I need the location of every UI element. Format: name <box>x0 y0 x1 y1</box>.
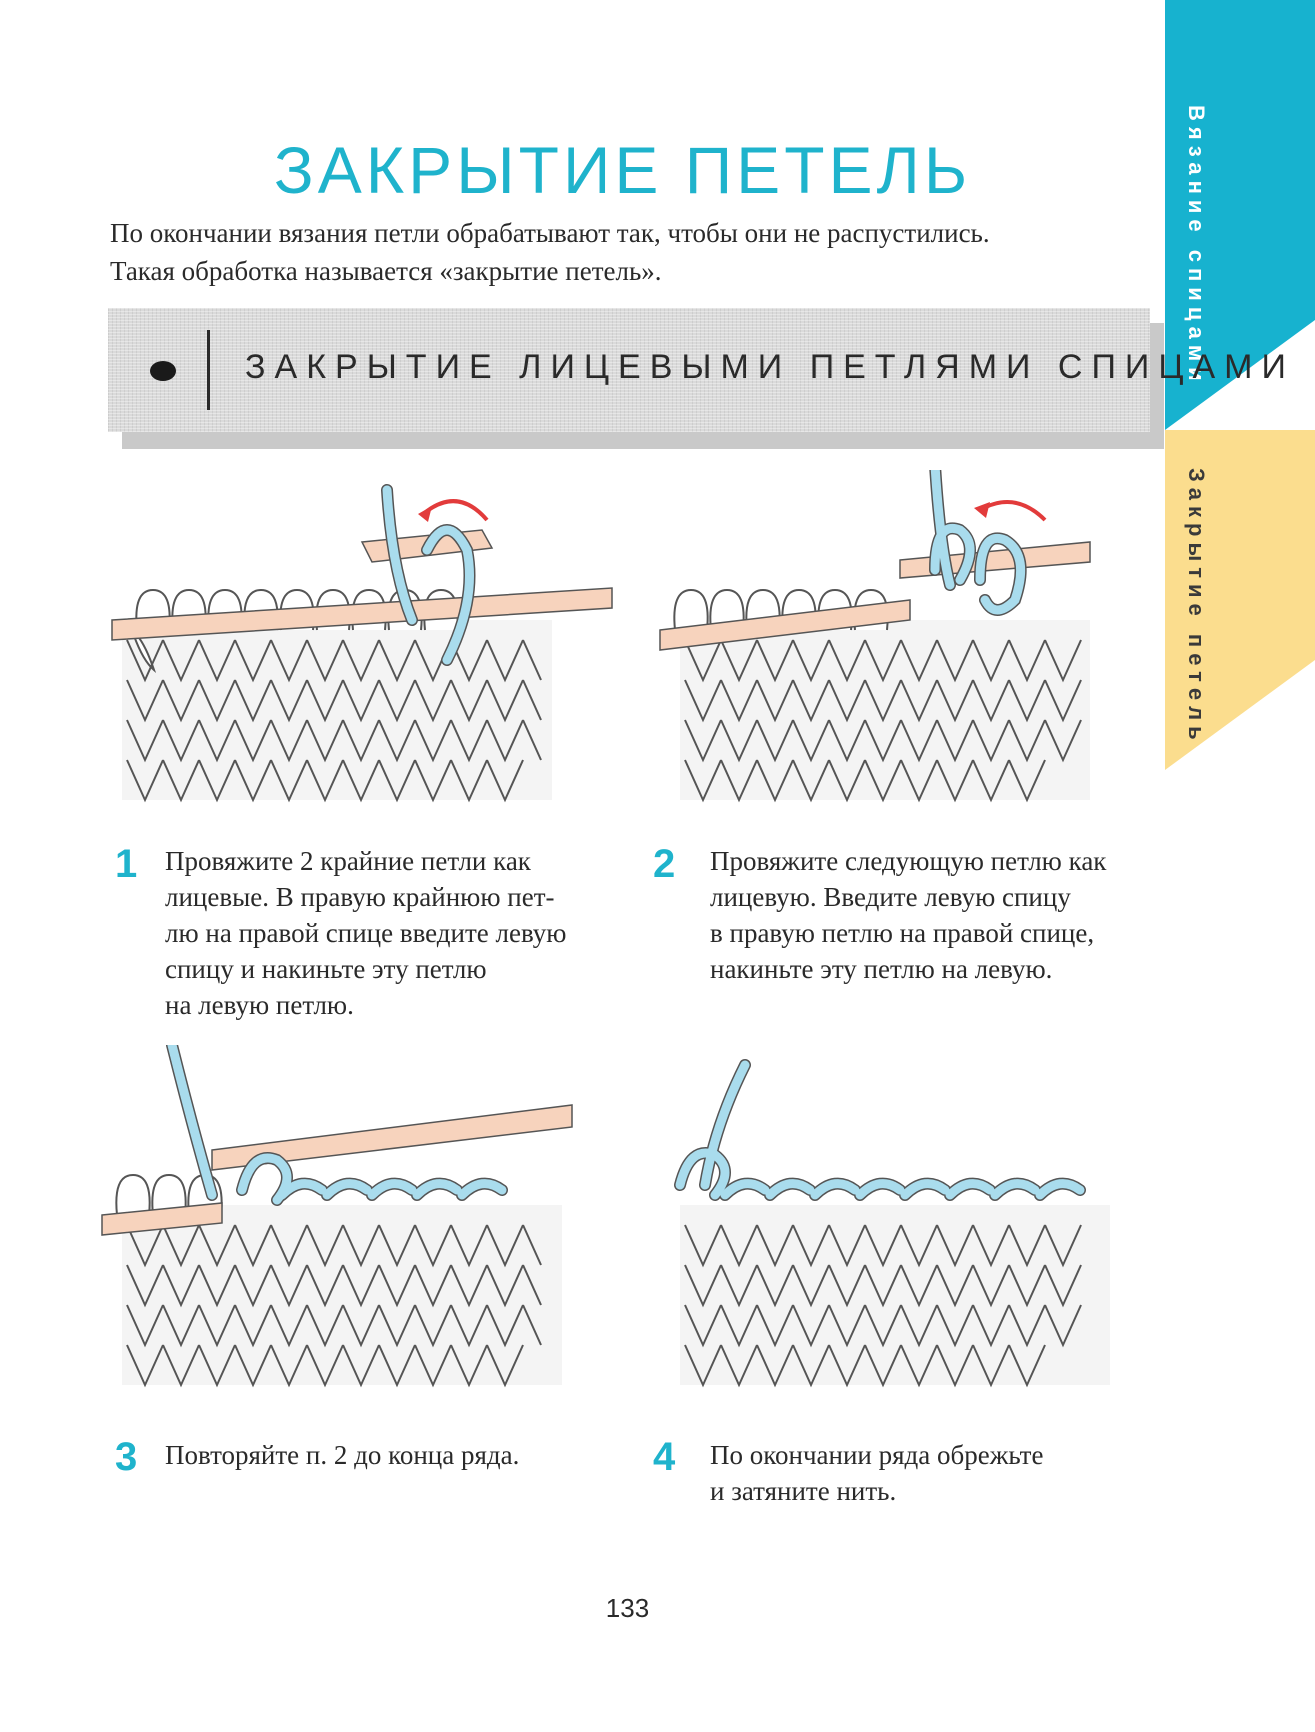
banner-divider <box>207 330 210 410</box>
step-2-line: Провяжите следующую петлю как <box>710 846 1107 876</box>
step-4-line: По окончании ряда обрежьте <box>710 1440 1044 1470</box>
left-needle <box>111 587 613 641</box>
step-text-1: Провяжите 2 крайние петли как лицевые. В… <box>165 843 625 1023</box>
side-tab-binding-off[interactable] <box>1165 430 1315 770</box>
intro-line-1: По окончании вязания петли обрабатывают … <box>110 218 990 248</box>
step-1-line: спицу и накиньте эту петлю <box>165 954 487 984</box>
step-number-1: 1 <box>115 842 138 886</box>
step-number-3: 3 <box>115 1435 138 1479</box>
step-1-line: Провяжите 2 крайние петли как <box>165 846 531 876</box>
page-title: Закрытие петель <box>273 133 972 207</box>
illustration-step-1 <box>92 470 632 810</box>
step-2-line: лицевую. Введите левую спицу <box>710 882 1071 912</box>
step-1-line: лю на правой спице введите левую <box>165 918 567 948</box>
intro-text: По окончании вязания петли обрабатывают … <box>110 214 1110 290</box>
stitch-columns <box>126 639 542 803</box>
side-tab-knitting[interactable] <box>1165 0 1315 430</box>
arrow-icon <box>420 499 489 522</box>
page-number: 133 <box>605 1593 650 1623</box>
step-text-2: Провяжите следующую петлю как лицевую. В… <box>710 843 1170 987</box>
step-4-line: и затяните нить. <box>710 1476 897 1506</box>
bullet-icon <box>150 361 176 381</box>
illustration-step-2 <box>650 470 1130 810</box>
step-number-4: 4 <box>653 1435 676 1479</box>
step-1-line: лицевые. В правую крайнюю пет- <box>165 882 555 912</box>
step-3-line: Повторяйте п. 2 до конца ряда. <box>165 1440 520 1470</box>
step-text-4: По окончании ряда обрежьте и затяните ни… <box>710 1437 1170 1509</box>
step-1-line: на левую петлю. <box>165 990 354 1020</box>
step-text-3: Повторяйте п. 2 до конца ряда. <box>165 1437 625 1473</box>
intro-line-2: Такая обработка называется «закрытие пет… <box>110 256 662 286</box>
illustration-step-3 <box>92 1045 602 1415</box>
side-tab-label-binding-off: Закрытие петель <box>1184 468 1209 746</box>
section-banner <box>108 308 1150 432</box>
section-heading: Закрытие лицевыми петлями спицами <box>245 348 1295 386</box>
side-tab-label-knitting: Вязание спицами <box>1184 105 1209 387</box>
step-2-line: в правую петлю на правой спице, <box>710 918 1095 948</box>
step-2-line: накиньте эту петлю на левую. <box>710 954 1053 984</box>
illustration-step-4 <box>650 1045 1150 1415</box>
step-number-2: 2 <box>653 842 676 886</box>
